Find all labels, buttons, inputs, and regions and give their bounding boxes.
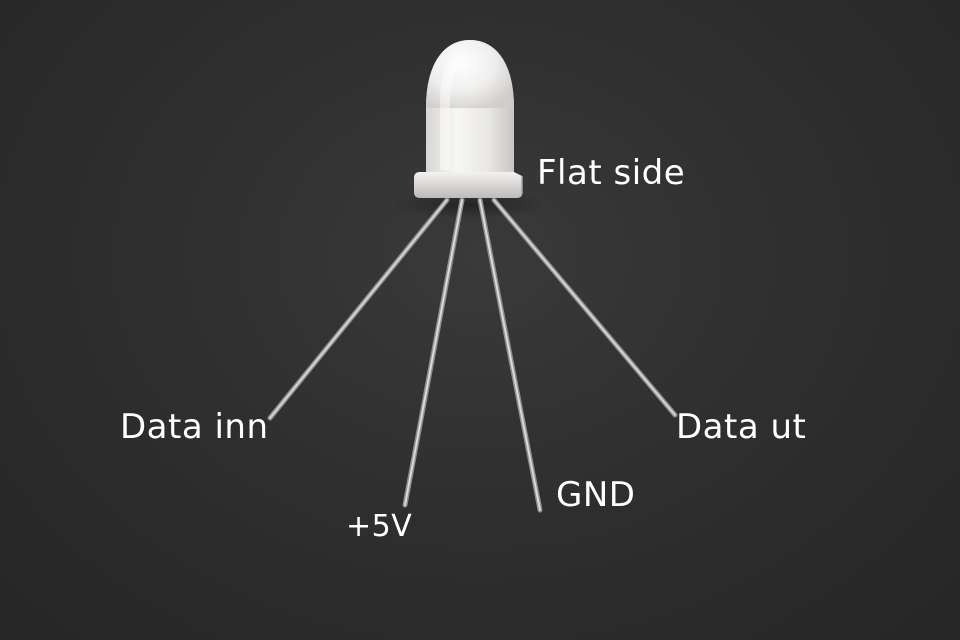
led-leads [267, 197, 678, 513]
gnd-label: GND [556, 475, 636, 515]
vcc-label: +5V [346, 509, 413, 544]
data-in-label: Data inn [120, 407, 269, 447]
led-flange [414, 172, 522, 198]
led-body [414, 40, 523, 198]
flat-side-label: Flat side [537, 153, 686, 193]
data-out-label: Data ut [676, 407, 807, 447]
